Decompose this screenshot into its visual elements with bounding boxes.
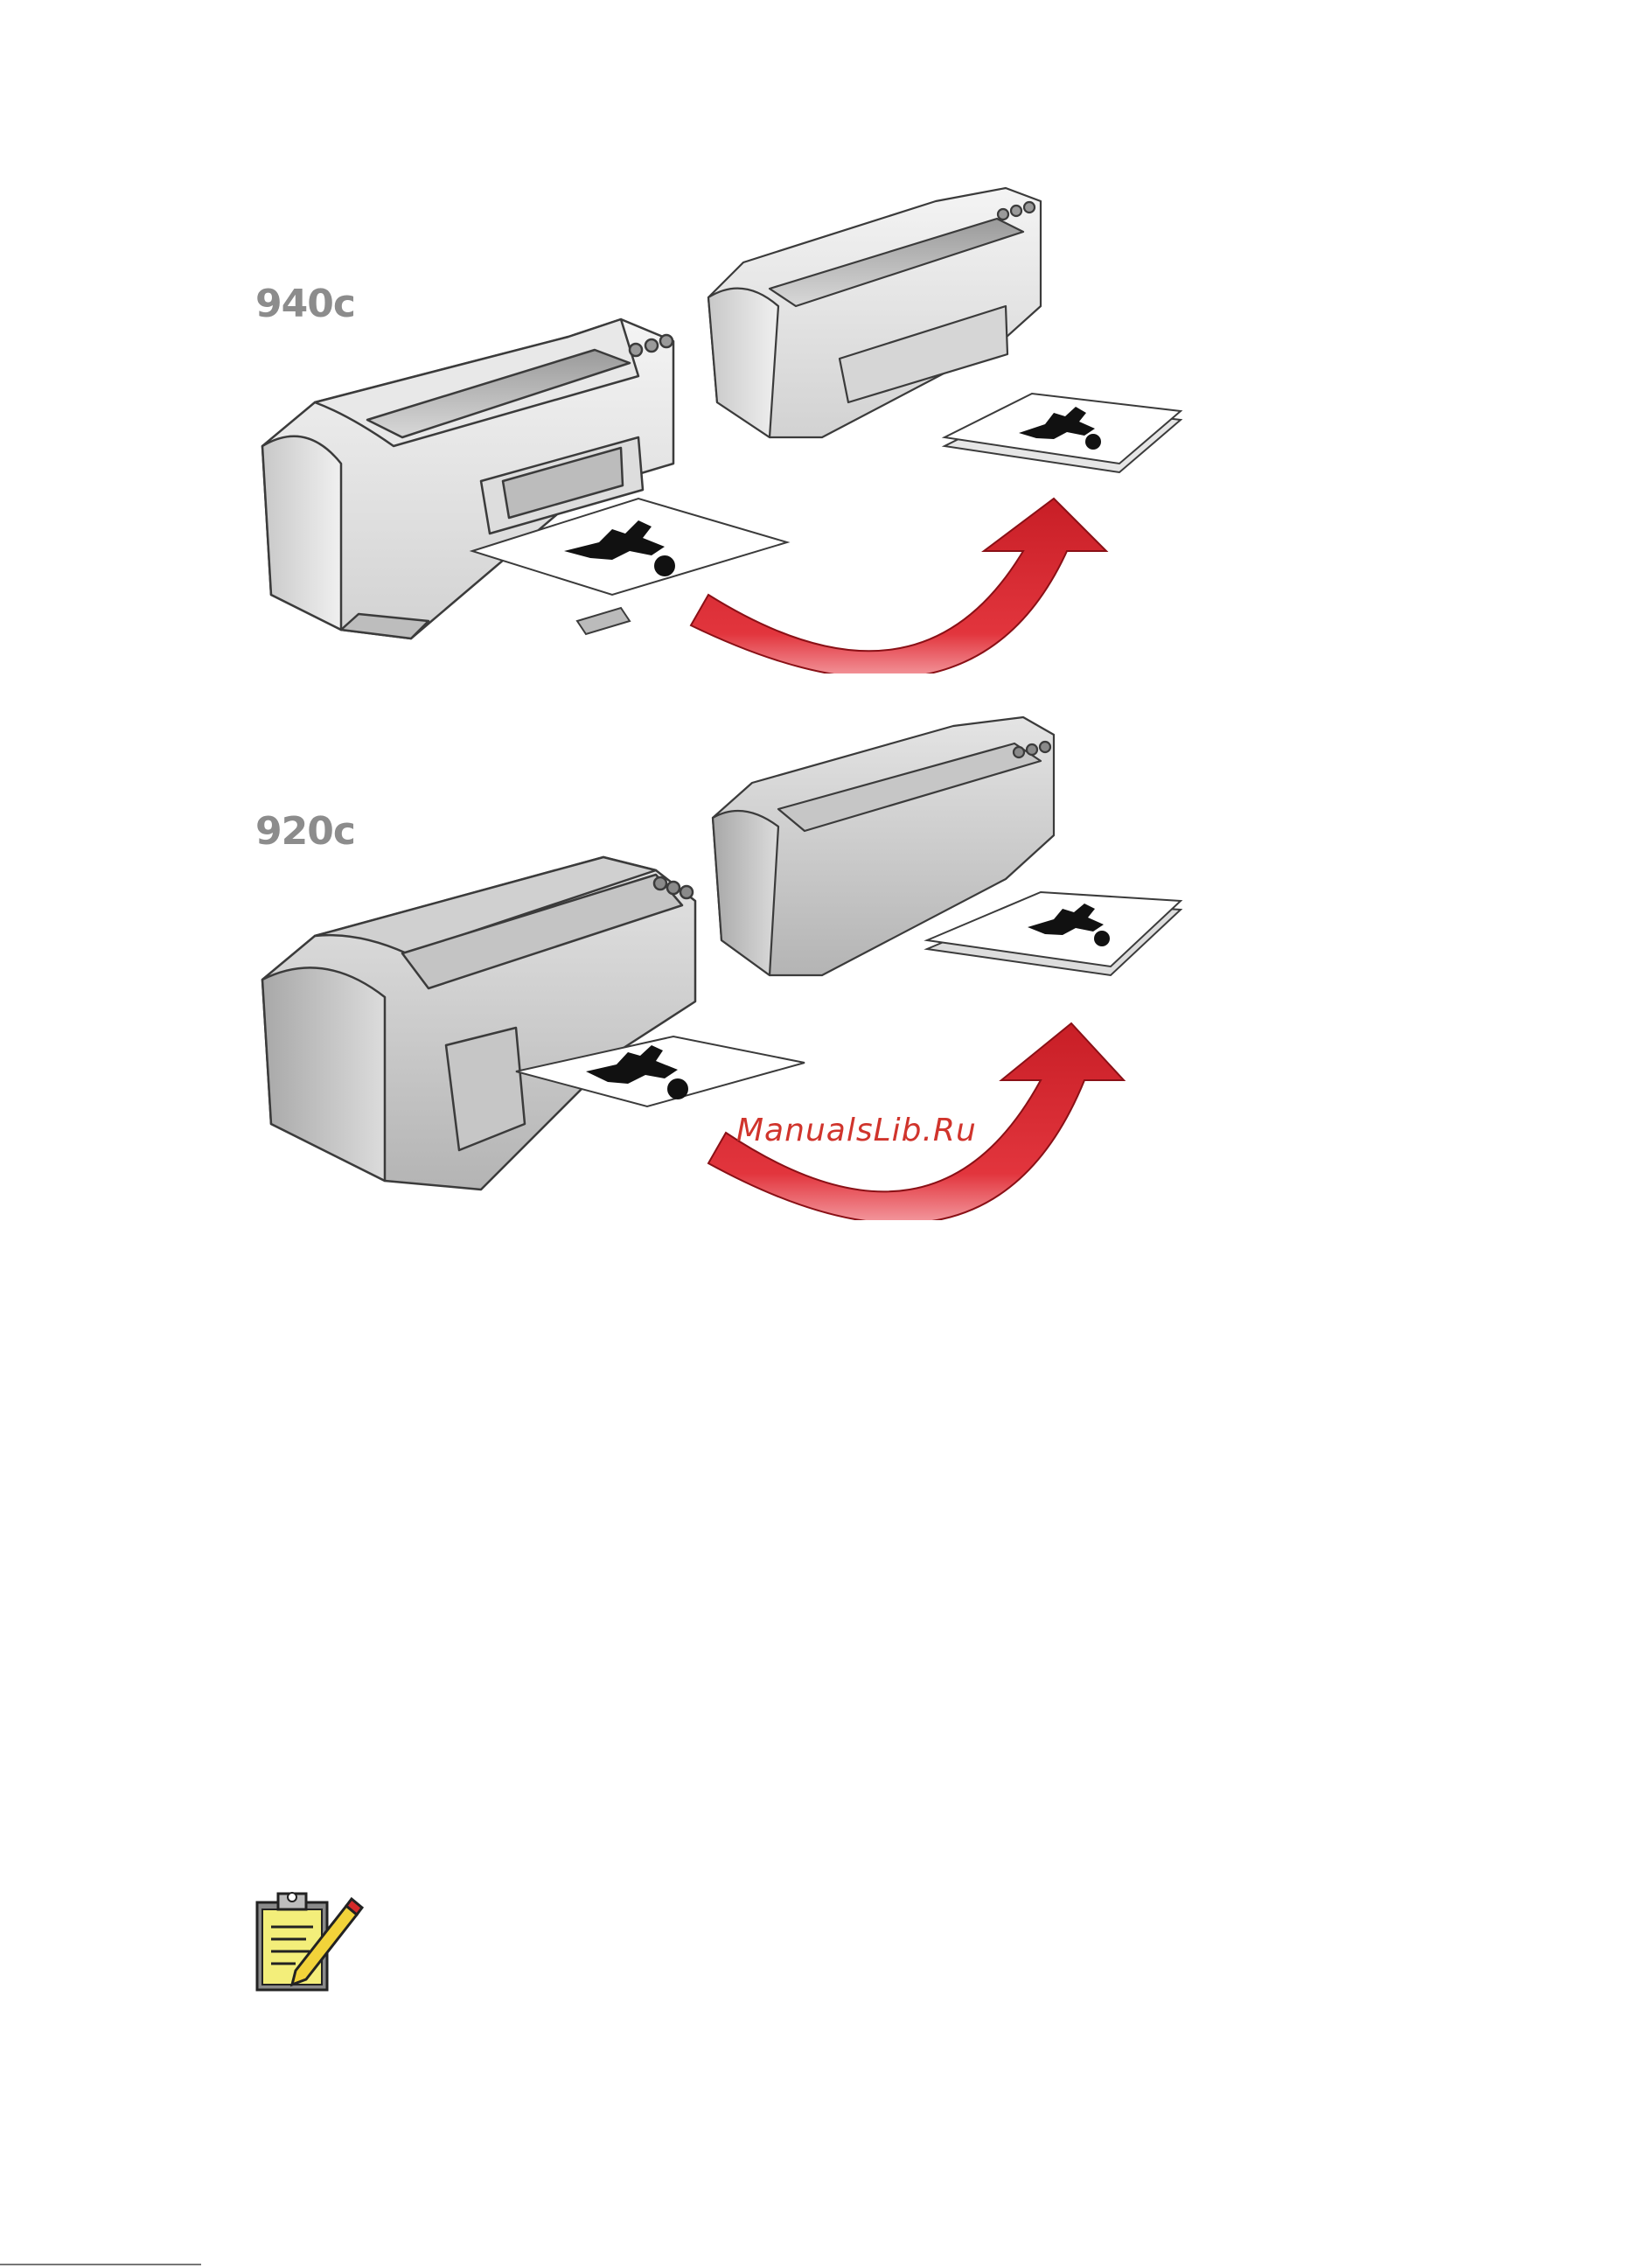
printer-940c-illustration — [254, 184, 1224, 673]
footer-rule — [0, 2264, 201, 2265]
note-icon — [252, 1885, 366, 1999]
watermark-text: ManualsLib.Ru — [736, 1113, 977, 1148]
curved-arrow-icon — [691, 499, 1106, 673]
paper-stack — [927, 892, 1181, 975]
printer-front-view — [262, 857, 695, 1190]
printer-back-view — [708, 188, 1041, 437]
paper-stack — [944, 394, 1181, 472]
